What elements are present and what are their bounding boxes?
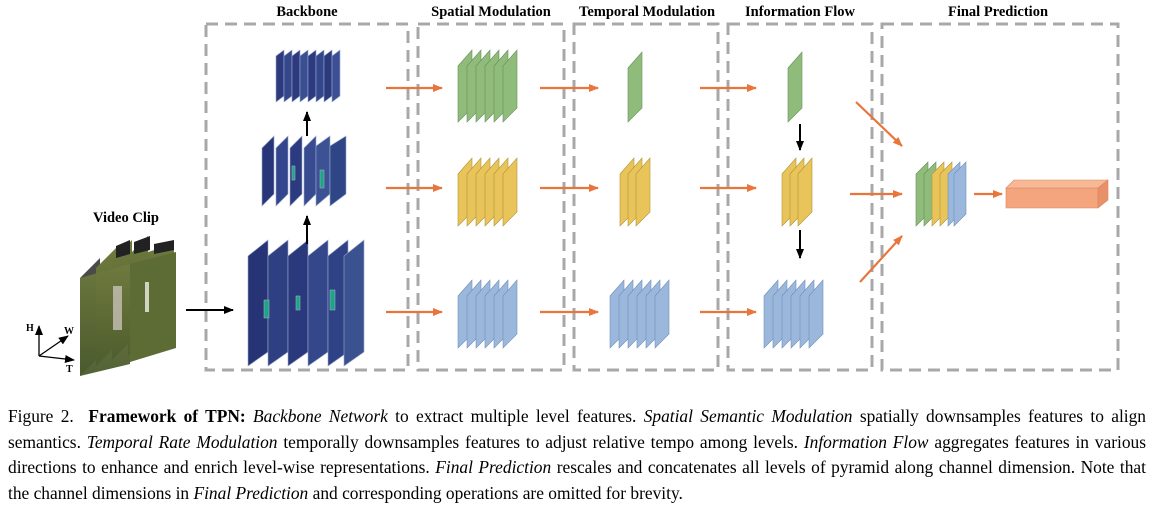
section-titles: Backbone Spatial Modulation Temporal Mod… — [276, 4, 1048, 20]
caption-flow-term: Information Flow — [803, 431, 929, 452]
caption-end-text: and corresponding operations are omitted… — [308, 482, 683, 503]
temporal-yellow-stack — [619, 157, 651, 227]
caption-final-text: rescales and concatenates all levels of … — [8, 457, 1146, 503]
flow-blue-stack — [763, 279, 824, 349]
information-flow-features — [763, 51, 824, 349]
section-boxes — [204, 22, 1120, 372]
video-frames — [80, 236, 176, 376]
flow-green-stack — [787, 51, 803, 123]
backbone-features — [247, 49, 365, 367]
axis-w-label: W — [64, 326, 74, 337]
caption-backbone-text: to extract multiple level features. — [387, 406, 644, 426]
final-prediction-features — [915, 161, 1109, 227]
hwt-axes — [35, 325, 75, 363]
backbone-level-bottom — [247, 239, 365, 367]
title-final-prediction: Final Prediction — [948, 4, 1048, 20]
video-clip-label: Video Clip — [93, 210, 159, 226]
temporal-modulation-features — [609, 51, 670, 349]
title-spatial-modulation: Spatial Modulation — [431, 4, 551, 20]
backbone-level-top — [275, 49, 341, 103]
caption-final-term-2: Final Prediction — [193, 482, 309, 503]
axis-h-label: H — [26, 323, 34, 334]
backbone-box — [204, 22, 410, 372]
caption-spatial-term: Spatial Semantic Modulation — [643, 406, 853, 426]
caption-final-term: Final Prediction — [435, 457, 552, 478]
information-flow-box — [726, 22, 874, 372]
temporal-modulation-box — [572, 22, 720, 372]
orange-arrows — [386, 84, 1003, 316]
axis-t-label: T — [66, 364, 73, 375]
tpn-framework-diagram: Backbone Spatial Modulation Temporal Mod… — [26, 4, 1120, 376]
final-output-box — [1005, 179, 1109, 209]
spatial-green-stack — [457, 49, 518, 123]
backbone-level-middle — [261, 135, 347, 207]
final-blue-slice-2 — [953, 161, 967, 227]
spatial-blue-stack — [457, 279, 518, 349]
figure-caption: Figure 2. Framework of TPN: Backbone Net… — [8, 404, 1146, 506]
temporal-green-stack — [627, 51, 643, 123]
caption-flow-text: aggregates features in various direction… — [8, 431, 1147, 478]
title-backbone: Backbone — [276, 4, 338, 20]
flow-yellow-stack — [781, 157, 813, 227]
caption-temporal-text: temporally downsamples features to adjus… — [277, 431, 804, 452]
caption-backbone-term: Backbone Network — [253, 406, 388, 426]
caption-figure-number: Figure 2. — [8, 406, 74, 426]
title-temporal-modulation: Temporal Modulation — [579, 4, 715, 20]
temporal-blue-stack — [609, 279, 670, 349]
caption-title: Framework of TPN: — [88, 406, 246, 426]
caption-temporal-term: Temporal Rate Modulation — [86, 431, 278, 452]
spatial-modulation-features — [457, 49, 518, 349]
caption-spatial-text: spatially downsamples features to align … — [8, 406, 1147, 452]
title-information-flow: Information Flow — [745, 4, 855, 20]
final-prediction-box — [880, 22, 1120, 372]
spatial-yellow-stack — [457, 157, 518, 227]
video-clip: Video Clip H W T — [26, 210, 176, 376]
